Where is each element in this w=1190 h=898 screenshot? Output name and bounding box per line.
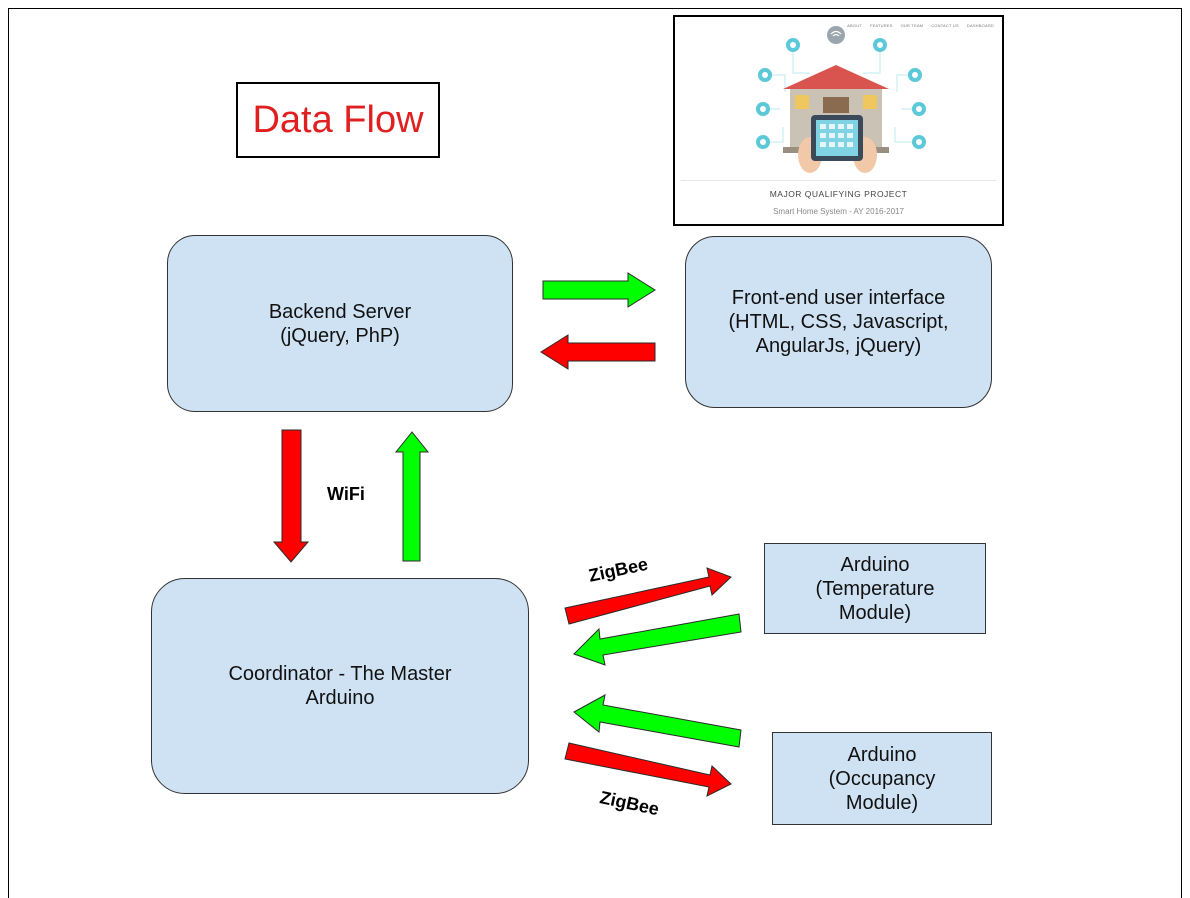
arrow-coordinator-to-backend [394,431,430,562]
screenshot-nav-item: CONTACT US [931,23,959,28]
backend-server-label: Backend Server (jQuery, PhP) [268,300,412,347]
screenshot-nav-item: FEATURES [869,23,893,28]
coordinator-label: Coordinator - The Master Arduino [228,663,452,709]
title-box: Data Flow [236,82,440,158]
screenshot-divider [681,180,996,181]
temperature-module-label: Arduino (Temperature Module) [815,553,935,624]
occupancy-module-label: Arduino (Occupancy Module) [828,743,936,814]
diagram-frame [8,8,1182,898]
arrow-occupancy-to-coordinator [573,694,742,748]
screenshot-nav-item: ABOUT [847,23,862,28]
frontend-node: Front-end user interface (HTML, CSS, Jav… [685,236,992,408]
screenshot-nav-item: OUR TEAM [900,23,924,28]
arrow-coordinator-to-occupancy [564,742,732,797]
tablet-icon [798,115,877,173]
coordinator-node: Coordinator - The Master Arduino [151,578,529,794]
arrow-backend-to-frontend [542,272,656,308]
occupancy-module-node: Arduino (Occupancy Module) [772,732,992,825]
smart-home-illustration [756,26,926,173]
backend-server-node: Backend Server (jQuery, PhP) [167,235,513,412]
diagram-title: Data Flow [252,98,424,141]
website-screenshot: ABOUT FEATURES OUR TEAM CONTACT US DASHB… [673,15,1004,226]
arrow-backend-to-coordinator [272,429,310,563]
screenshot-title: MAJOR QUALIFYING PROJECT [769,189,908,199]
arrow-coordinator-to-temperature [564,567,732,625]
screenshot-subtitle: Smart Home System - AY 2016-2017 [773,207,904,216]
frontend-label: Front-end user interface (HTML, CSS, Jav… [728,287,949,357]
temperature-module-node: Arduino (Temperature Module) [764,543,986,634]
screenshot-nav-item: DASHBOARD [966,23,994,28]
wifi-label: WiFi [327,484,365,504]
screenshot-nav: ABOUT FEATURES OUR TEAM CONTACT US DASHB… [847,23,994,28]
arrow-frontend-to-backend [540,334,656,370]
arrow-temperature-to-coordinator [573,613,742,666]
